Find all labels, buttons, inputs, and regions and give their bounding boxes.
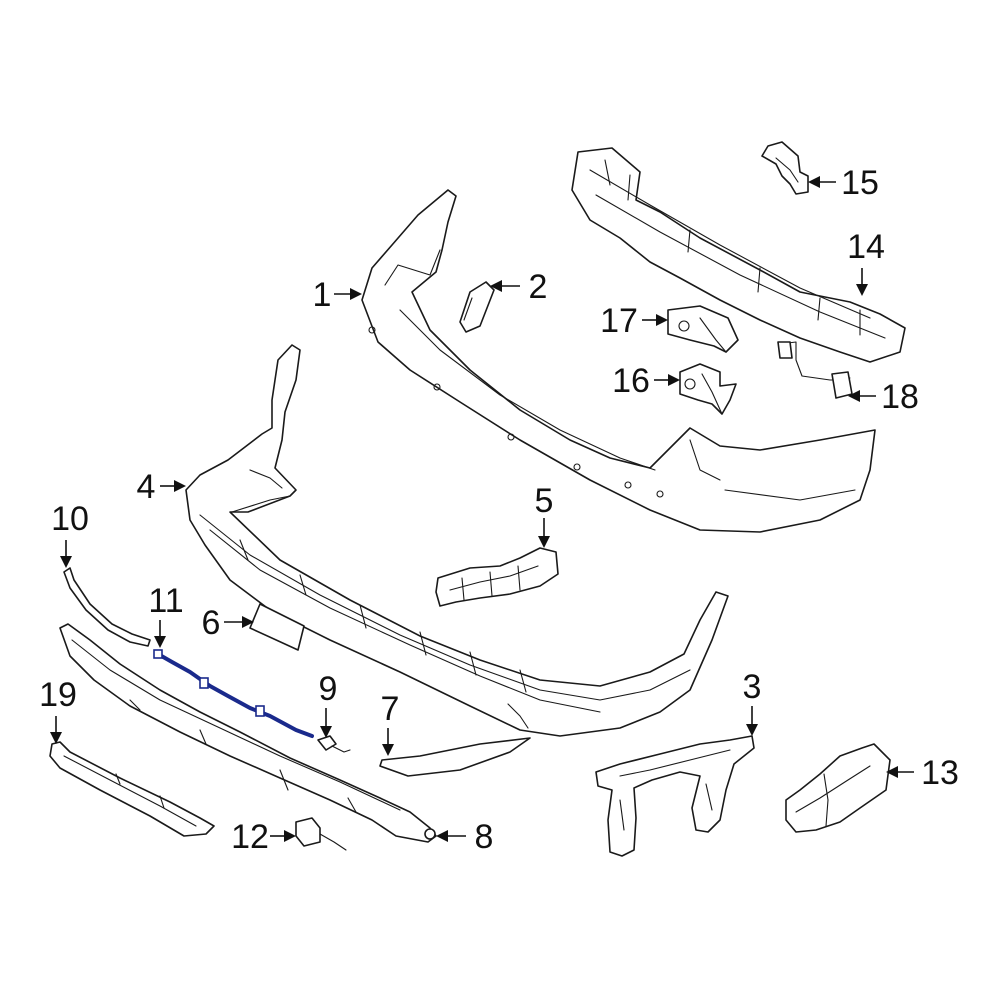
callout-5-label: 5 bbox=[535, 482, 554, 520]
callout-1: 1 bbox=[313, 276, 362, 314]
callout-16-label: 16 bbox=[612, 362, 650, 400]
callout-7: 7 bbox=[381, 690, 400, 756]
callout-17-label: 17 bbox=[600, 302, 638, 340]
callout-3-label: 3 bbox=[743, 668, 762, 706]
callout-10: 10 bbox=[51, 500, 89, 568]
callout-16: 16 bbox=[612, 362, 680, 400]
callout-2: 2 bbox=[490, 268, 547, 306]
part-7-trim[interactable] bbox=[379, 737, 531, 777]
part-15-bracket[interactable] bbox=[761, 141, 809, 195]
callout-11-label: 11 bbox=[148, 582, 183, 620]
callout-1-label: 1 bbox=[313, 276, 332, 314]
callout-10-label: 10 bbox=[51, 500, 89, 538]
part-1-bumper-cover[interactable] bbox=[361, 189, 876, 533]
callout-18: 18 bbox=[848, 378, 919, 416]
callout-2-label: 2 bbox=[529, 268, 548, 306]
part-6-plate[interactable] bbox=[249, 603, 305, 651]
callout-9: 9 bbox=[319, 670, 338, 738]
part-12-module[interactable] bbox=[295, 817, 347, 851]
part-10-molding[interactable] bbox=[63, 567, 151, 647]
callout-17: 17 bbox=[600, 302, 668, 340]
callout-8-label: 8 bbox=[475, 818, 494, 856]
callout-14-label: 14 bbox=[847, 228, 885, 266]
callout-7-label: 7 bbox=[381, 690, 400, 728]
callout-4-label: 4 bbox=[137, 468, 156, 506]
callout-6-label: 6 bbox=[202, 604, 221, 642]
part-5-bracket[interactable] bbox=[435, 547, 559, 607]
callout-11: 11 bbox=[148, 582, 184, 648]
part-4-lower-valance[interactable] bbox=[185, 344, 729, 737]
callout-19-label: 19 bbox=[39, 676, 77, 714]
part-3-bracket[interactable] bbox=[595, 735, 755, 857]
part-9-sensor[interactable] bbox=[317, 735, 351, 753]
part-16-bracket[interactable] bbox=[679, 363, 737, 415]
callout-19: 19 bbox=[39, 676, 77, 744]
part-13-bracket[interactable] bbox=[785, 743, 891, 833]
part-11-wiring-harness[interactable] bbox=[153, 649, 314, 738]
part-14-reinforcement-beam[interactable] bbox=[571, 147, 906, 363]
callout-4: 4 bbox=[137, 468, 186, 506]
callout-18-label: 18 bbox=[881, 378, 919, 416]
callout-6: 6 bbox=[202, 604, 254, 642]
callout-14: 14 bbox=[847, 228, 885, 296]
part-19-trim-strip[interactable] bbox=[49, 741, 215, 837]
part-17-bracket[interactable] bbox=[667, 305, 739, 353]
callout-12-label: 12 bbox=[231, 818, 269, 856]
callout-12: 12 bbox=[231, 818, 296, 856]
part-8-diffuser[interactable] bbox=[59, 623, 437, 843]
callout-3: 3 bbox=[743, 668, 762, 736]
callout-15-label: 15 bbox=[841, 164, 879, 202]
callout-5: 5 bbox=[535, 482, 554, 548]
callout-15: 15 bbox=[808, 164, 879, 202]
callout-8: 8 bbox=[436, 818, 493, 856]
callout-13: 13 bbox=[886, 754, 959, 792]
callout-9-label: 9 bbox=[319, 670, 338, 708]
callout-13-label: 13 bbox=[921, 754, 959, 792]
part-2-bracket[interactable] bbox=[459, 281, 495, 333]
